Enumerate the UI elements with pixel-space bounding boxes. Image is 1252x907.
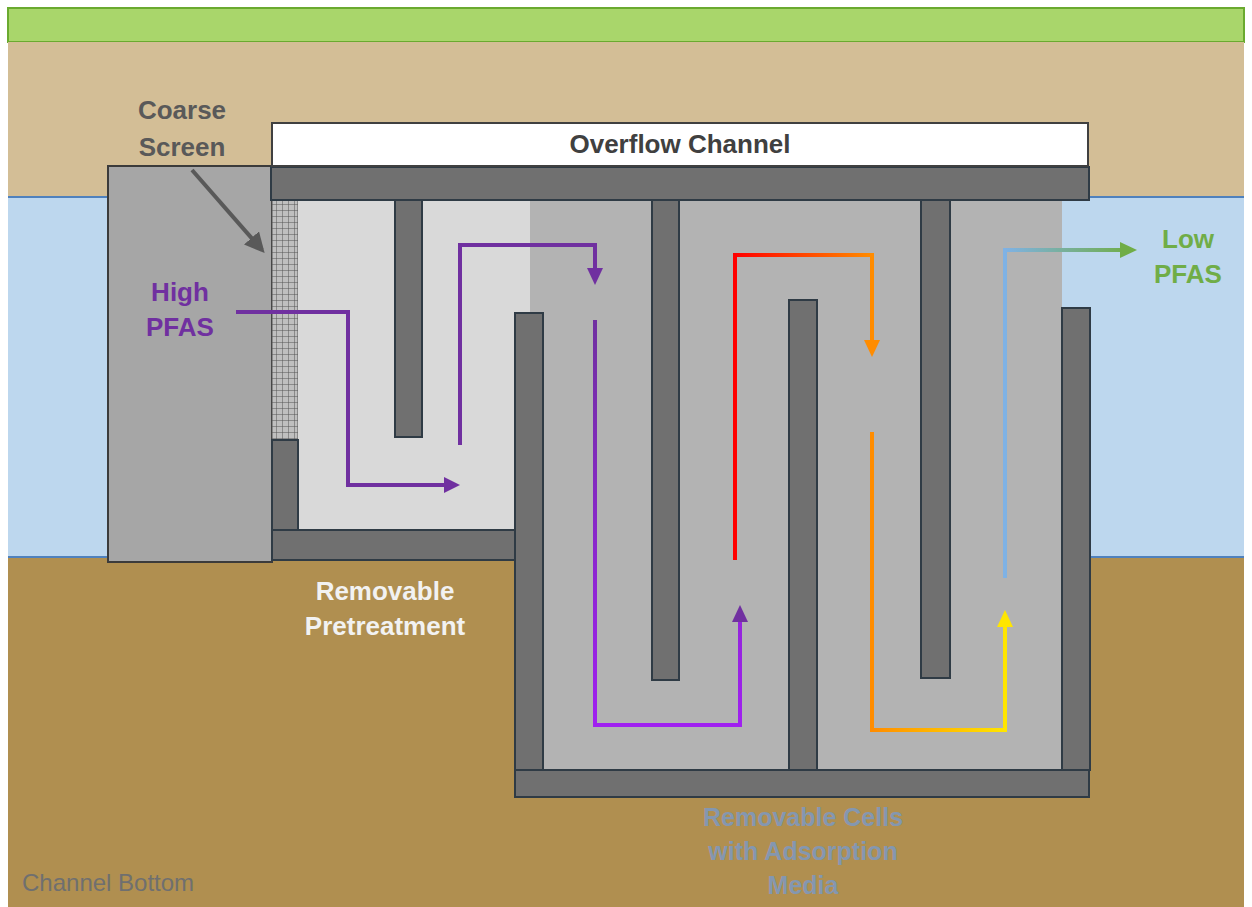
coarse-screen [272, 200, 298, 440]
flow-arrow [595, 320, 740, 725]
ground-label: Channel Bottom [22, 868, 262, 898]
overflow-channel: Overflow Channel [271, 122, 1089, 167]
baffle [395, 200, 422, 437]
top-slab [271, 167, 1089, 200]
part-label: Removable Cells with Adsorption Media [678, 800, 928, 902]
flow-arrow [460, 245, 595, 445]
arrowhead [444, 477, 460, 493]
outflow-label: Low PFAS [1140, 222, 1236, 292]
arrowhead [732, 605, 748, 622]
baffle [921, 200, 950, 678]
wall [515, 313, 543, 770]
box-title: Overflow Channel [569, 129, 790, 160]
adsorption-cells [530, 200, 1062, 770]
walls [271, 167, 1090, 797]
flow-arrow [236, 312, 452, 485]
flow-path [236, 242, 1137, 730]
flow-arrow [735, 255, 872, 560]
slab [272, 530, 515, 560]
leader-arrow [192, 170, 262, 250]
arrowhead [997, 610, 1013, 627]
baffle [652, 200, 679, 680]
flow-arrow [1005, 250, 1122, 578]
screen-housing [108, 166, 272, 562]
grass [8, 8, 1244, 42]
arrowhead [864, 340, 880, 357]
part-label: Coarse Screen [127, 92, 237, 166]
flow-arrow [872, 432, 1005, 730]
wall [1062, 308, 1090, 770]
arrowhead [1120, 242, 1137, 258]
pretreatment-chamber [298, 200, 530, 530]
wall [272, 440, 298, 530]
inflow-label: High PFAS [128, 275, 232, 345]
slab [515, 770, 1089, 797]
arrowhead [587, 268, 603, 285]
baffle [789, 300, 817, 770]
part-label: Removable Pretreatment [285, 574, 485, 644]
